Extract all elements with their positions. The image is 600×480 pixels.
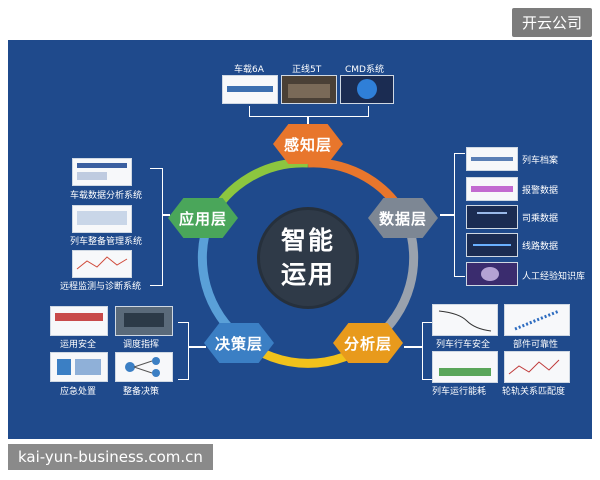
center-title-line2: 运用 bbox=[281, 258, 335, 292]
perception-connector bbox=[307, 116, 309, 124]
decision-label-2: 调度指挥 bbox=[123, 337, 159, 350]
data-thumb-2 bbox=[466, 177, 518, 201]
earth-globe-image bbox=[340, 75, 394, 104]
decision-label-1: 运用安全 bbox=[60, 337, 96, 350]
application-thumb-2 bbox=[72, 205, 132, 233]
data-thumb-5 bbox=[466, 262, 518, 286]
decision-label-3: 应急处置 bbox=[60, 384, 96, 397]
perception-label-3: CMD系统 bbox=[345, 62, 384, 75]
application-connector bbox=[162, 214, 170, 216]
perception-bracket bbox=[249, 106, 369, 117]
decision-connector bbox=[188, 346, 206, 348]
application-label-2: 列车整备管理系统 bbox=[70, 234, 142, 247]
data-label-1: 列车档案 bbox=[522, 153, 558, 166]
decision-thumb-2 bbox=[115, 306, 173, 336]
diagram-panel: 智能 运用 感知层 数据层 分析层 决策层 应用层 车载6A 正线5T CMD系… bbox=[8, 40, 592, 439]
node-decision-label: 决策层 bbox=[215, 333, 263, 354]
center-hub: 智能 运用 bbox=[260, 210, 356, 306]
application-thumb-3 bbox=[72, 250, 132, 278]
decision-thumb-1 bbox=[50, 306, 108, 336]
train-panel-image bbox=[222, 75, 278, 104]
node-data-label: 数据层 bbox=[379, 208, 427, 229]
data-bracket bbox=[454, 153, 465, 277]
application-label-1: 车载数据分析系统 bbox=[70, 188, 142, 201]
data-label-2: 报警数据 bbox=[522, 183, 558, 196]
data-connector bbox=[440, 214, 454, 216]
decision-label-4: 整备决策 bbox=[123, 384, 159, 397]
analysis-label-2: 部件可靠性 bbox=[513, 337, 558, 350]
analysis-label-4: 轮轨关系匹配度 bbox=[502, 384, 565, 397]
data-thumb-4 bbox=[466, 233, 518, 257]
application-bracket bbox=[150, 168, 163, 286]
decision-thumb-3 bbox=[50, 352, 108, 382]
data-label-3: 司乘数据 bbox=[522, 211, 558, 224]
analysis-connector bbox=[404, 346, 422, 348]
data-label-4: 线路数据 bbox=[522, 239, 558, 252]
analysis-chart-2 bbox=[504, 304, 570, 336]
perception-label-2: 正线5T bbox=[292, 62, 321, 75]
data-label-5: 人工经验知识库 bbox=[522, 269, 585, 282]
application-label-3: 远程监测与诊断系统 bbox=[60, 279, 141, 292]
decision-thumb-4 bbox=[115, 352, 173, 382]
wayside-equipment-image bbox=[281, 75, 337, 104]
center-title-line1: 智能 bbox=[281, 224, 335, 258]
data-thumb-1 bbox=[466, 147, 518, 171]
application-thumb-1 bbox=[72, 158, 132, 186]
analysis-label-3: 列车运行能耗 bbox=[432, 384, 486, 397]
perception-label-1: 车载6A bbox=[234, 62, 264, 75]
node-application-label: 应用层 bbox=[179, 208, 227, 229]
decision-bracket bbox=[178, 322, 189, 380]
analysis-chart-4 bbox=[504, 351, 570, 383]
data-thumb-3 bbox=[466, 205, 518, 229]
watermark-bottom: kai-yun-business.com.cn bbox=[8, 444, 213, 470]
node-perception-label: 感知层 bbox=[284, 134, 332, 155]
watermark-top: 开云公司 bbox=[512, 8, 592, 37]
node-analysis-label: 分析层 bbox=[344, 333, 392, 354]
analysis-label-1: 列车行车安全 bbox=[436, 337, 490, 350]
analysis-chart-1 bbox=[432, 304, 498, 336]
analysis-chart-3 bbox=[432, 351, 498, 383]
